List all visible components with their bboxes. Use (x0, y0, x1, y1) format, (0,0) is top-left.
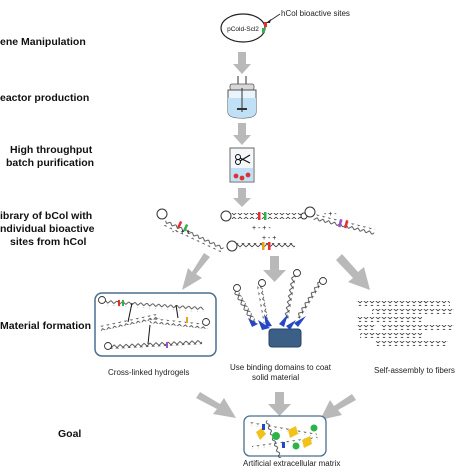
caption-hydrogels: Cross-linked hydrogels (108, 368, 190, 377)
flow-arrow-to-hydrogels (182, 253, 210, 290)
flow-arrow-goal-left (196, 392, 236, 418)
stage-label-library-line2: ndividual bioactive (0, 223, 95, 235)
library-mark-left: - - + + (172, 229, 191, 236)
library-mark-mid-top: + - + - (252, 225, 271, 232)
library-mark-right: - + - (324, 211, 337, 218)
flow-arrow-1 (233, 52, 251, 74)
ecm-goal-box (243, 415, 327, 459)
stage-label-library-line3: sites from hCol (10, 236, 87, 248)
caption-coat-line1: Use binding domains to coat (230, 363, 331, 372)
purification-beaker-icon (229, 147, 255, 183)
stage-label-purification-line2: batch purification (6, 157, 95, 169)
flow-arrow-goal-mid (268, 392, 291, 416)
flow-arrow-3 (233, 188, 251, 207)
collagen-molecule-mid-bottom (226, 240, 295, 252)
collagen-molecule-mid-top (220, 210, 308, 222)
stage-label-goal: Goal (58, 428, 82, 440)
stage-label-library-line1: ibrary of bCol with (0, 210, 93, 222)
coated-solid-material (233, 269, 327, 348)
stage-label-material: Material formation (0, 320, 92, 332)
annotation-arrow-icon (266, 13, 281, 23)
collagen-molecule-right (304, 206, 376, 235)
stage-label-bioreactor: eactor production (0, 92, 90, 104)
self-assembled-fibers (356, 301, 454, 346)
flow-arrow-to-coat (263, 256, 286, 282)
hydrogel-network-box (94, 292, 217, 357)
bioreactor-icon (227, 76, 257, 119)
collagen-molecule-left (156, 208, 225, 253)
stage-label-purification-line1: High throughput (10, 144, 93, 156)
plasmid-name: pCold-Scl2 (227, 26, 259, 33)
caption-goal: Artificial extracellular matrix (243, 459, 341, 468)
stage-label-gene: ene Manipulation (0, 36, 86, 48)
flow-arrow-to-fibers (336, 254, 370, 290)
caption-coat-line2: solid material (252, 373, 300, 382)
library-mark-mid-bottom: + - + (262, 235, 276, 242)
flow-arrow-goal-right (320, 394, 356, 420)
flow-arrow-2 (233, 123, 251, 145)
plasmid-annotation: hCol bioactive sites (281, 9, 350, 18)
plasmid-icon: pCold-Scl2 (220, 13, 267, 43)
caption-fibers: Self-assembly to fibers (374, 366, 455, 375)
scissors-icon (235, 154, 251, 165)
